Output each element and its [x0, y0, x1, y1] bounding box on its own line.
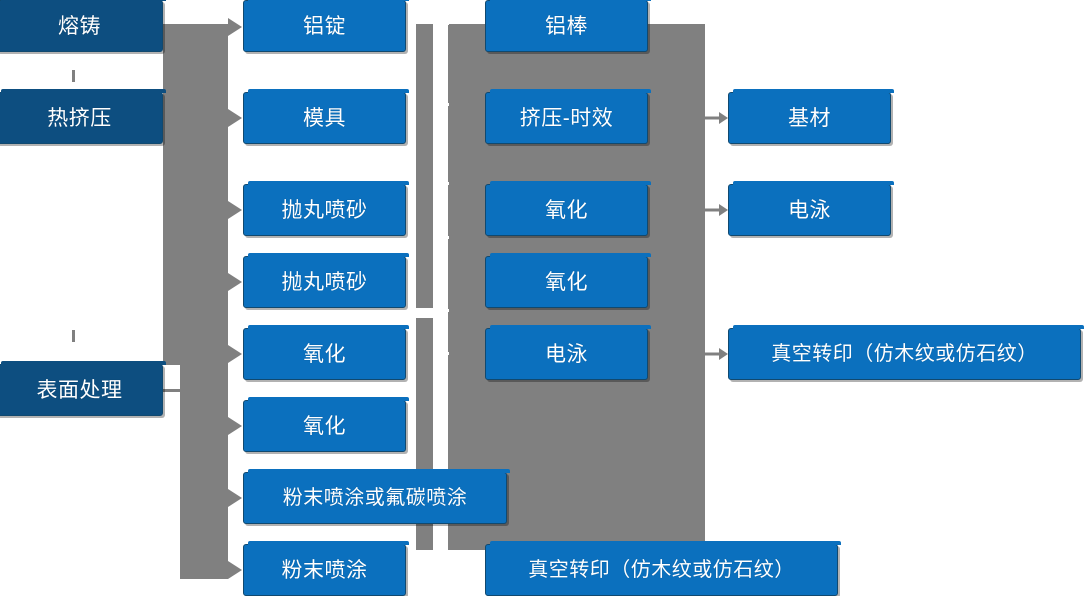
node-step-powder-coating[interactable]: 粉末喷涂 — [243, 541, 409, 596]
node-step-oxidation-1[interactable]: 氧化 — [243, 325, 409, 380]
node-label: 氧化 — [545, 270, 588, 294]
node-step-vacuum-transfer-1[interactable]: 真空转印（仿木纹或仿石纹） — [485, 541, 841, 596]
mid-bus-tick-7 — [433, 566, 449, 569]
node-label: 挤压-时效 — [519, 106, 614, 130]
node-step-mold[interactable]: 模具 — [243, 89, 409, 144]
node-label: 铝锭 — [303, 14, 346, 38]
bus-arrowhead-3 — [228, 201, 242, 219]
mid-bus-tick-4 — [433, 236, 449, 239]
arrow-to-vacuum-transfer — [703, 348, 728, 360]
bus-arrowhead-5 — [228, 345, 242, 363]
arrow-shaft — [703, 208, 720, 212]
node-out-base-material[interactable]: 基材 — [728, 89, 894, 144]
arrow-to-base-material — [703, 112, 728, 124]
node-step-shot-blasting-2[interactable]: 抛丸喷砂 — [243, 253, 409, 308]
node-label: 真空转印（仿木纹或仿石纹） — [528, 559, 795, 581]
node-out-vacuum-transfer[interactable]: 真空转印（仿木纹或仿石纹） — [728, 325, 1084, 380]
node-label: 氧化 — [545, 198, 588, 222]
node-step-aluminum-ingot[interactable]: 铝锭 — [243, 0, 409, 52]
connector-bus-left-narrow — [180, 365, 228, 579]
mid-bus-tick-3 — [433, 182, 449, 185]
mid-bus-tick-5 — [433, 309, 449, 312]
node-label: 熔铸 — [58, 14, 101, 38]
mid-bus-tick-6 — [433, 352, 449, 355]
node-stage-hot-extrusion[interactable]: 热挤压 — [0, 89, 166, 144]
bus-arrowhead-6 — [228, 417, 242, 435]
arrow-head — [719, 348, 728, 360]
arrow-shaft — [703, 116, 720, 120]
node-label: 电泳 — [788, 198, 831, 222]
node-label: 表面处理 — [36, 378, 123, 402]
mid-bus-tick-2 — [433, 103, 449, 106]
node-label: 氧化 — [303, 414, 346, 438]
node-label: 热挤压 — [47, 106, 112, 130]
node-step-extrusion-aging[interactable]: 挤压-时效 — [485, 89, 651, 144]
node-step-electrophoresis-1[interactable]: 电泳 — [485, 325, 651, 380]
stage-link-extrusion-to-surface — [72, 330, 75, 342]
node-label: 模具 — [303, 106, 346, 130]
bus-arrowhead-1 — [228, 18, 242, 36]
node-label: 抛丸喷砂 — [281, 198, 368, 222]
stage-link-melt-to-extrusion — [72, 70, 75, 82]
node-stage-melt-cast[interactable]: 熔铸 — [0, 0, 166, 52]
node-out-electrophoresis[interactable]: 电泳 — [728, 181, 894, 236]
node-label: 基材 — [788, 106, 831, 130]
node-step-shot-blasting-1[interactable]: 抛丸喷砂 — [243, 181, 409, 236]
arrow-to-electrophoresis — [703, 204, 728, 216]
mid-bus-tick-1 — [433, 22, 449, 25]
arrow-head — [719, 204, 728, 216]
node-label: 抛丸喷砂 — [281, 270, 368, 294]
node-step-oxidation-4[interactable]: 氧化 — [485, 253, 651, 308]
node-label: 铝棒 — [545, 14, 588, 38]
node-label: 粉末喷涂 — [281, 558, 368, 582]
node-stage-surface-treatment[interactable]: 表面处理 — [0, 361, 166, 416]
connector-stub-surface-treatment — [163, 389, 193, 392]
bus-arrowhead-8 — [228, 561, 242, 579]
node-label: 粉末喷涂或氟碳喷涂 — [282, 487, 468, 509]
arrow-head — [719, 112, 728, 124]
node-label: 真空转印（仿木纹或仿石纹） — [771, 343, 1038, 365]
connector-bus-mid-narrow-top — [416, 24, 433, 308]
node-step-powder-or-pvdf-coating[interactable]: 粉末喷涂或氟碳喷涂 — [243, 469, 510, 524]
connector-bus-left-wide — [163, 24, 228, 365]
bus-arrowhead-4 — [228, 273, 242, 291]
node-label: 氧化 — [303, 342, 346, 366]
node-step-oxidation-2[interactable]: 氧化 — [243, 397, 409, 452]
arrow-shaft — [703, 352, 720, 356]
bus-arrowhead-2 — [228, 109, 242, 127]
node-label: 电泳 — [545, 342, 588, 366]
node-step-oxidation-3[interactable]: 氧化 — [485, 181, 651, 236]
bus-arrowhead-7 — [228, 489, 242, 507]
node-step-aluminum-rod[interactable]: 铝棒 — [485, 0, 651, 52]
